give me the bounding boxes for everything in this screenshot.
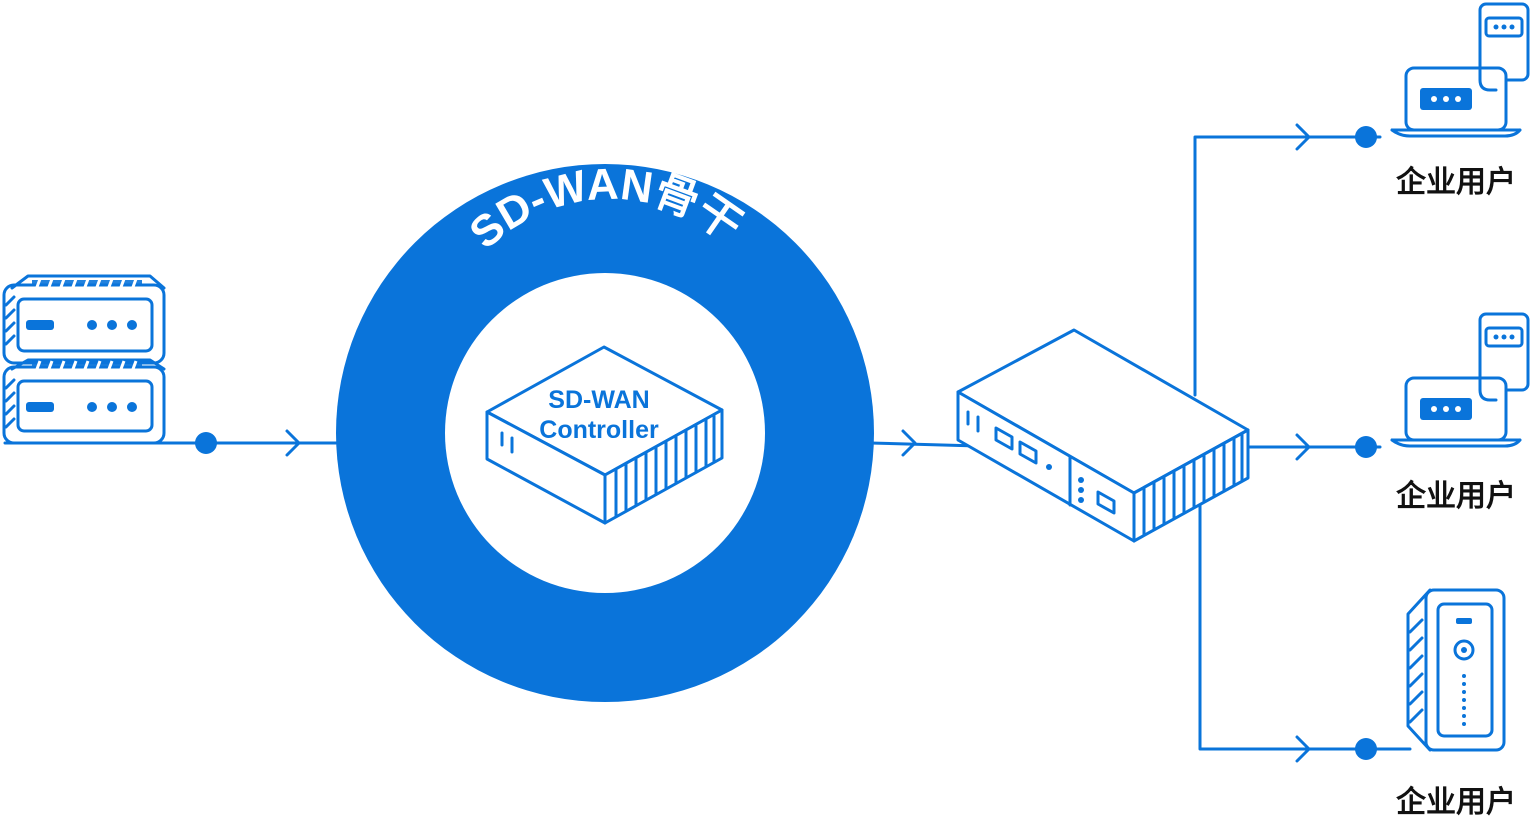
flow-arrows [285,123,1311,763]
desktop-computer-icon [1390,312,1530,448]
arrow-icon [1295,433,1311,461]
link-backbone-to-gateway [868,441,980,448]
connection-lines [3,135,1412,751]
user-label-bottom: 企业用户 [1396,785,1516,818]
node-dot [1355,738,1377,760]
arrow-icon [1295,735,1311,763]
node-dot [1355,436,1377,458]
link-gateway-to-user-bottom [1198,498,1412,751]
cpe-gateway-icon [956,328,1250,543]
tower-router-icon [1406,588,1506,752]
controller-label-line2: Controller [539,416,659,444]
link-gateway-to-user-top [1193,135,1382,397]
arrow-icon [901,429,917,457]
user-label-mid: 企业用户 [1396,479,1516,514]
desktop-computer-icon [1390,2,1530,138]
server-stack-icon [2,274,166,445]
controller-label-line1: SD-WAN [548,386,649,414]
arrow-icon [1295,123,1311,151]
user-label-top: 企业用户 [1396,165,1516,200]
controller-appliance-icon: SD-WAN Controller [485,345,724,525]
arrow-icon [285,429,301,457]
node-dot [1355,126,1377,148]
node-dot [195,432,217,454]
link-dots [195,126,1377,760]
